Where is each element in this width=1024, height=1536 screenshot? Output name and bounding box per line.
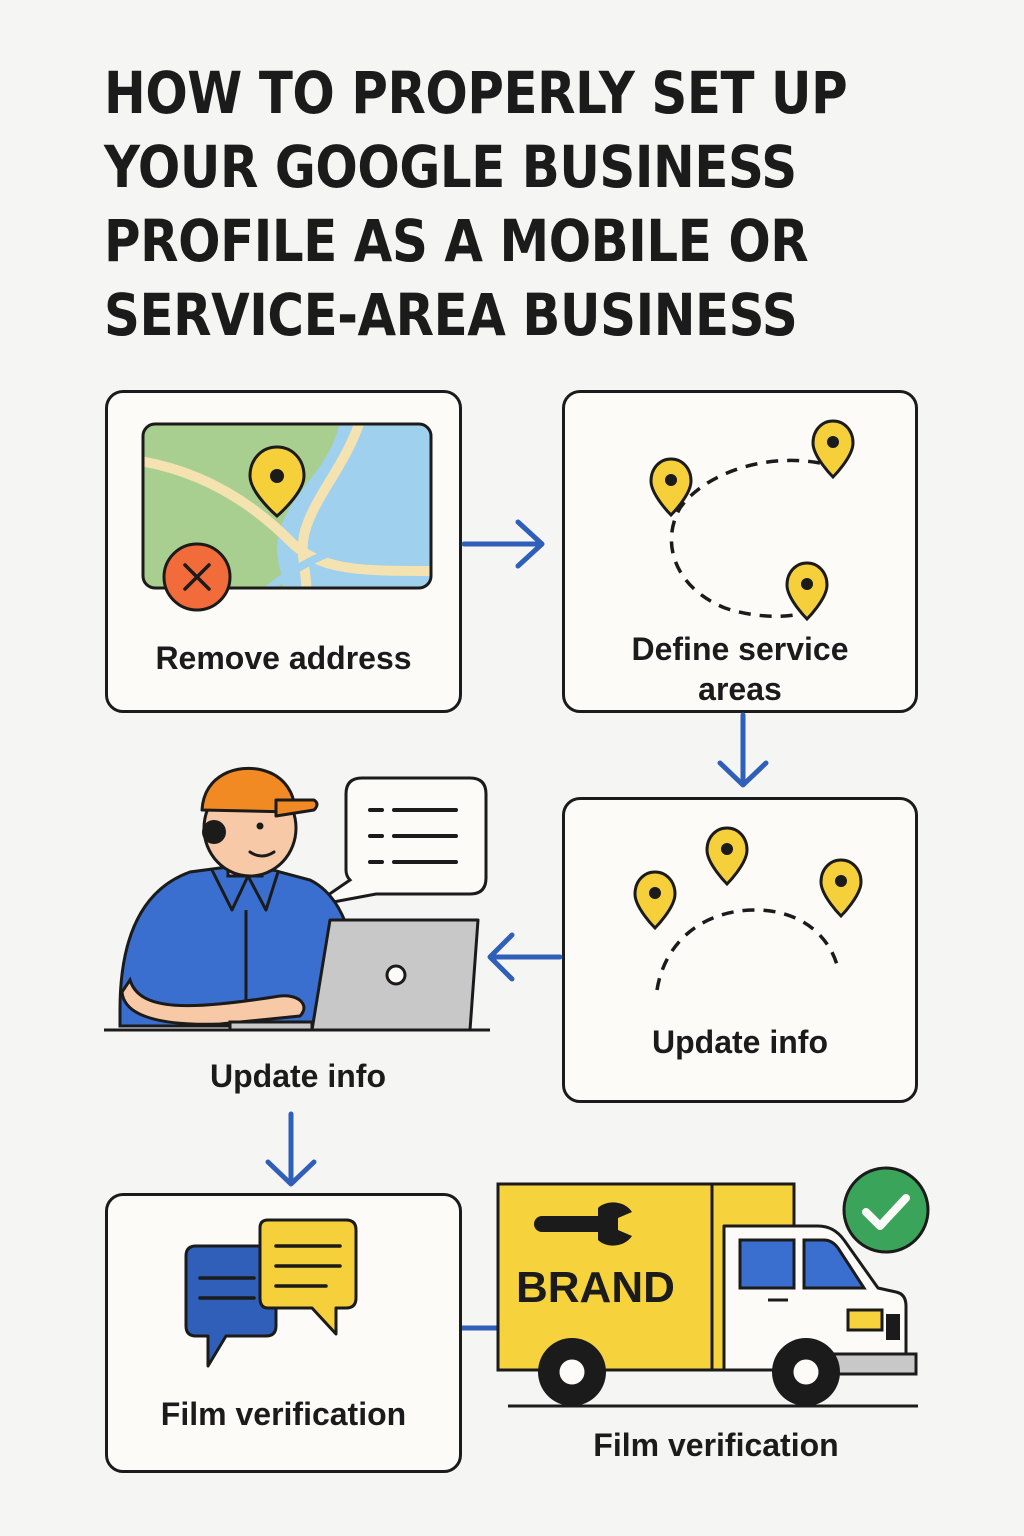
arrow-icon: [265, 1111, 317, 1187]
map-pin-icon: [811, 419, 855, 480]
connector-line: [462, 1325, 498, 1331]
close-icon: [162, 542, 232, 612]
arrow-icon: [461, 519, 545, 569]
map-pin-icon: [785, 561, 829, 622]
arrow-icon: [487, 932, 563, 982]
title-line-2: YOUR GOOGLE BUSINESS: [104, 133, 797, 201]
map-pin-icon: [819, 858, 863, 919]
service-area-route: [649, 419, 855, 622]
person-at-laptop-illustration: [104, 766, 490, 1032]
map-pin-icon: [248, 445, 306, 518]
step-label-update-info-person: Update info: [210, 1058, 386, 1094]
step-card-remove-address: Remove address: [105, 390, 462, 713]
title-line-1: HOW TO PROPERLY SET UP: [104, 59, 848, 127]
title-line-3: PROFILE AS A MOBILE OR: [104, 207, 809, 275]
map-pin-icon: [649, 457, 693, 518]
arrow-icon: [717, 712, 769, 788]
title-line-4: SERVICE-AREA BUSINESS: [104, 281, 798, 349]
map-pin-icon: [633, 870, 677, 931]
step-card-film-verification: Film verification: [105, 1193, 462, 1473]
step-label-remove-address: Remove address: [155, 640, 412, 676]
speech-bubble-icon: [311, 776, 488, 908]
step-label-film-verification-truck: Film verification: [593, 1427, 839, 1463]
step-label-update-info: Update info: [652, 1024, 828, 1060]
step-label-film-verification: Film verification: [160, 1396, 407, 1432]
step-card-update-info: Update info: [562, 797, 918, 1103]
service-area-arc: [633, 826, 863, 991]
check-icon: [842, 1166, 930, 1254]
step-label-define-service-areas: Define service areas: [631, 631, 849, 707]
page-title: HOW TO PROPERLY SET UP YOUR GOOGLE BUSIN…: [104, 56, 861, 352]
brand-truck-illustration: BRAND: [496, 1182, 918, 1408]
wrench-icon: [534, 1202, 632, 1246]
step-card-define-service-areas: Define service areas: [562, 390, 918, 713]
chat-bubbles-icon: [184, 1218, 358, 1368]
map-pin-icon: [705, 826, 749, 887]
truck-brand-text: BRAND: [516, 1263, 675, 1312]
